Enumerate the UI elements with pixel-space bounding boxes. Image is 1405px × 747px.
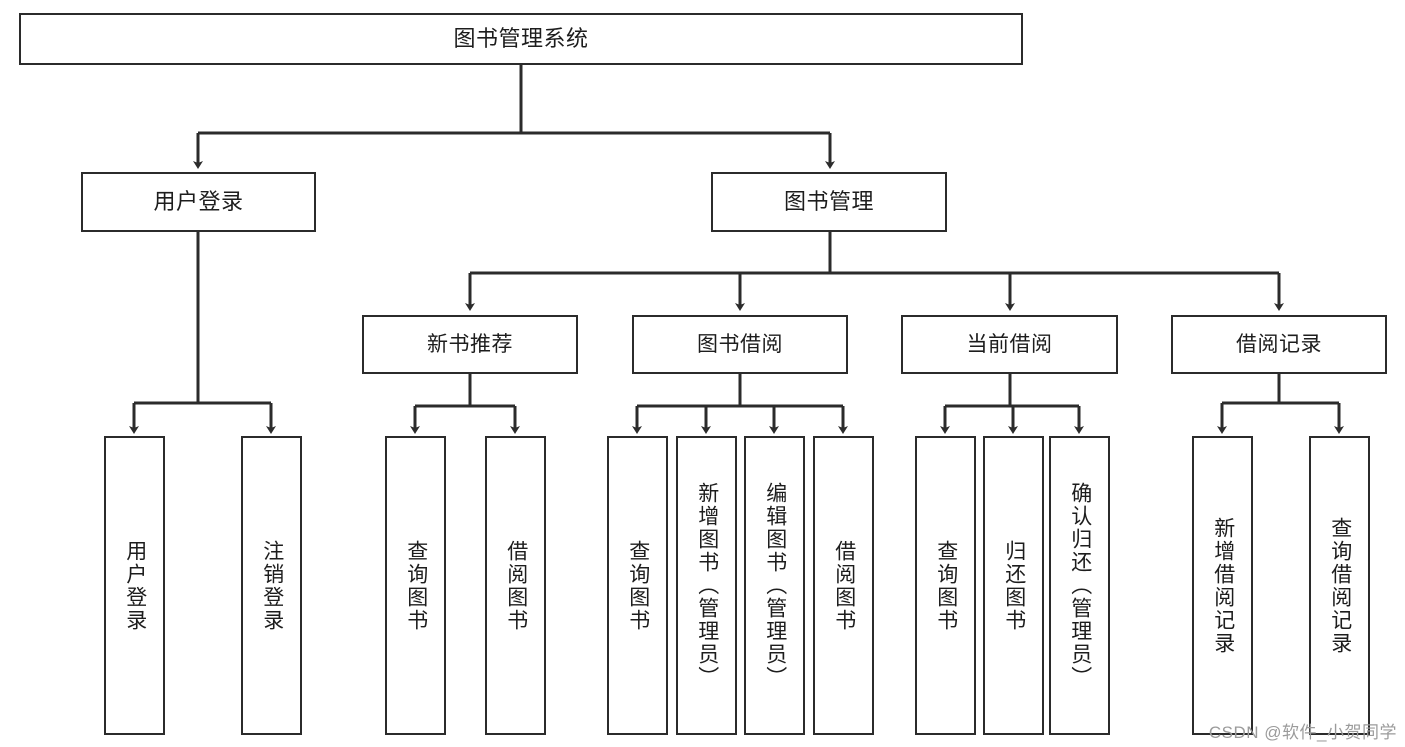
leaf-current-borrow-query[interactable]: 查询图书 [915, 436, 976, 735]
node-book-management[interactable]: 图书管理 [711, 172, 947, 232]
leaf-current-borrow-return[interactable]: 归还图书 [983, 436, 1044, 735]
node-label: 编辑图书（管理员） [763, 482, 787, 689]
node-label: 借阅记录 [1236, 332, 1322, 356]
node-label: 注销登录 [260, 539, 284, 632]
node-label: 查询图书 [626, 539, 650, 632]
leaf-new-book-borrow[interactable]: 借阅图书 [485, 436, 546, 735]
node-label: 图书借阅 [697, 332, 783, 356]
node-label: 当前借阅 [966, 332, 1053, 356]
node-user-login[interactable]: 用户登录 [81, 172, 316, 232]
leaf-user-login-login[interactable]: 用户登录 [104, 436, 165, 735]
node-label: 图书管理 [783, 188, 874, 214]
node-new-book-recommend[interactable]: 新书推荐 [362, 315, 578, 374]
leaf-book-borrow-add[interactable]: 新增图书（管理员） [676, 436, 737, 735]
node-root-system[interactable]: 图书管理系统 [19, 13, 1023, 65]
csdn-watermark: CSDN @软件_小贺同学 [1208, 723, 1397, 742]
node-current-borrow[interactable]: 当前借阅 [901, 315, 1118, 374]
leaf-user-login-logout[interactable]: 注销登录 [241, 436, 302, 735]
leaf-borrow-record-add[interactable]: 新增借阅记录 [1192, 436, 1253, 735]
leaf-book-borrow-borrow[interactable]: 借阅图书 [813, 436, 874, 735]
node-label: 确认归还（管理员） [1068, 482, 1092, 689]
node-label: 查询图书 [404, 539, 428, 632]
leaf-book-borrow-edit[interactable]: 编辑图书（管理员） [744, 436, 805, 735]
leaf-book-borrow-query[interactable]: 查询图书 [607, 436, 668, 735]
node-label: 查询图书 [934, 539, 958, 632]
leaf-borrow-record-query[interactable]: 查询借阅记录 [1309, 436, 1370, 735]
node-label: 归还图书 [1002, 539, 1026, 632]
node-book-borrow[interactable]: 图书借阅 [632, 315, 848, 374]
leaf-current-borrow-confirm-return[interactable]: 确认归还（管理员） [1049, 436, 1110, 735]
node-label: 用户登录 [153, 188, 244, 214]
leaf-new-book-query[interactable]: 查询图书 [385, 436, 446, 735]
node-label: 用户登录 [123, 539, 147, 632]
node-label: 借阅图书 [832, 539, 856, 632]
node-label: 新增图书（管理员） [695, 482, 719, 689]
node-label: 查询借阅记录 [1328, 516, 1352, 655]
node-label: 借阅图书 [504, 539, 528, 632]
node-label: 图书管理系统 [453, 25, 589, 51]
node-label: 新书推荐 [427, 332, 513, 356]
node-borrow-record[interactable]: 借阅记录 [1171, 315, 1387, 374]
node-label: 新增借阅记录 [1211, 516, 1235, 655]
